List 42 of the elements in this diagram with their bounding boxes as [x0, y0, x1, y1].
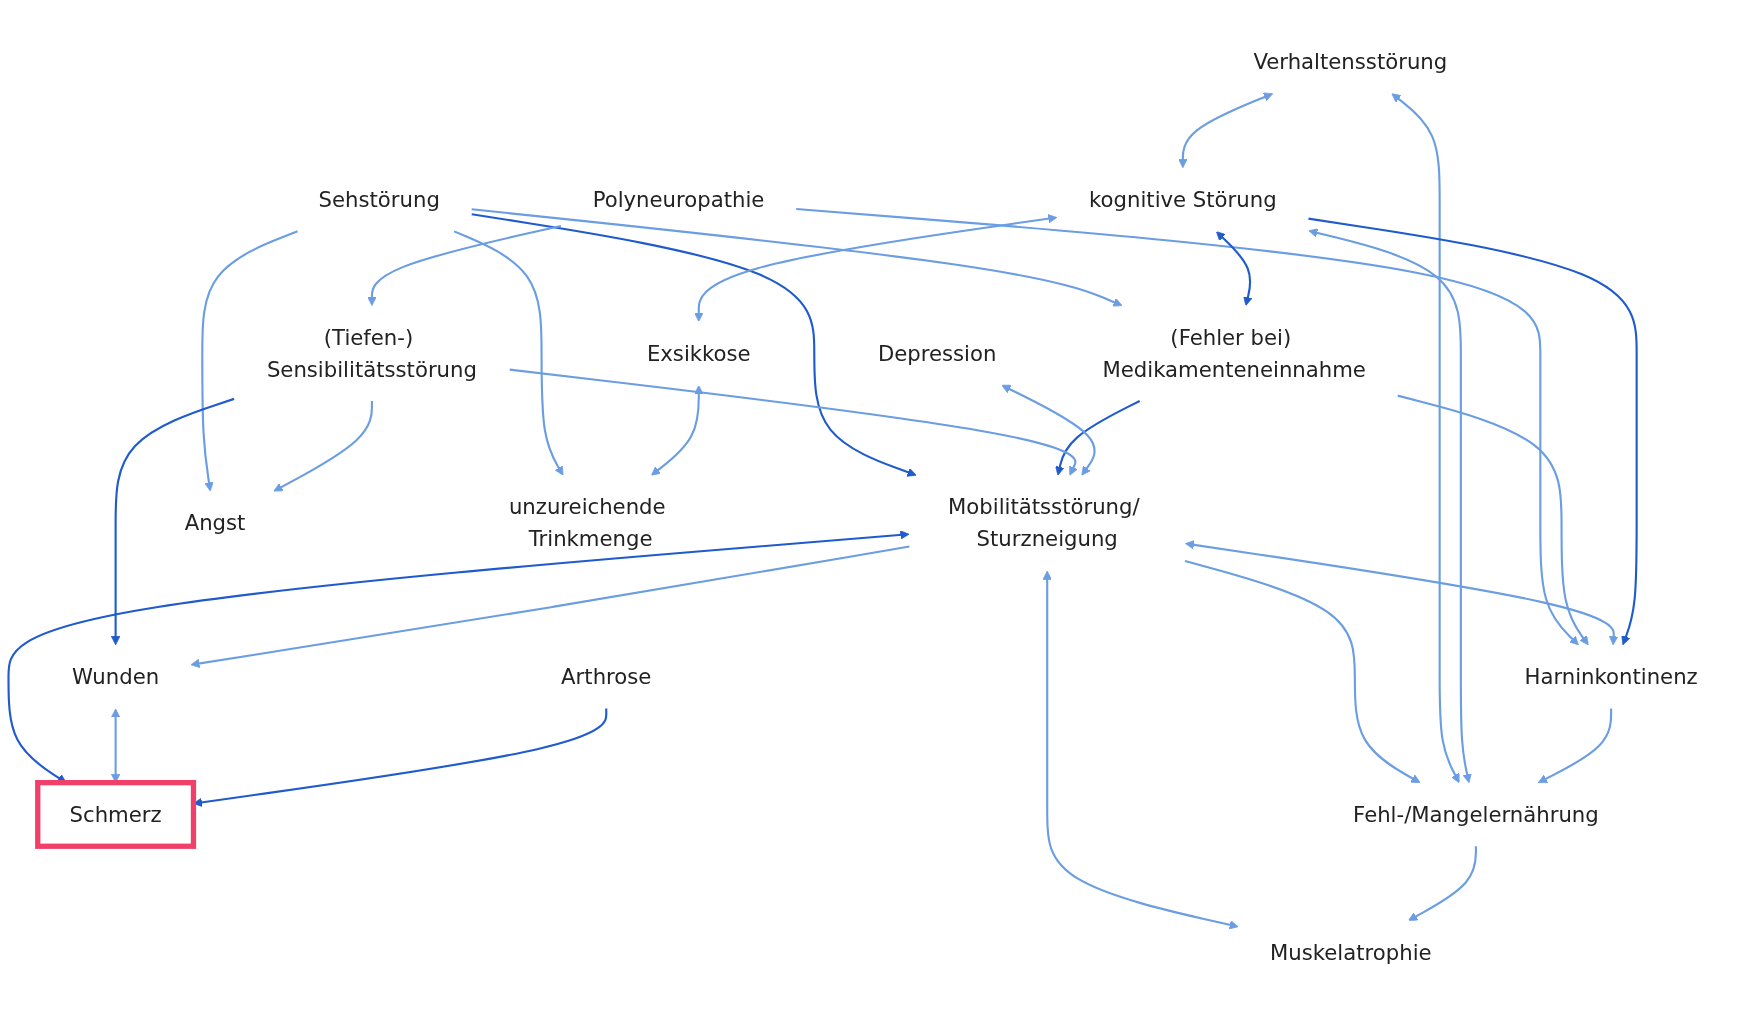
arrow — [1178, 92, 1274, 169]
node-text: Arthrose — [561, 663, 652, 690]
node-text: Angst — [184, 510, 246, 536]
arrow — [1055, 400, 1141, 476]
arrow — [694, 214, 1058, 322]
arrow — [1408, 846, 1477, 921]
arrow — [1308, 228, 1472, 784]
node-text: Verhaltensstörung — [1253, 49, 1448, 75]
arrow — [796, 207, 1579, 646]
arrow — [1001, 384, 1096, 476]
arrow — [1185, 540, 1619, 646]
arrow — [1216, 231, 1253, 306]
node-text: Mobilitätsstörung/ Sturzneigung — [948, 494, 1140, 552]
arrow — [471, 213, 917, 477]
node-text: Wunden — [72, 663, 160, 690]
arrow — [471, 208, 1123, 307]
arrow — [1042, 570, 1239, 930]
node-text: Fehl-/Mangelernährung — [1353, 801, 1599, 828]
node-box: Schmerz — [35, 780, 197, 849]
arrow — [1391, 93, 1460, 784]
node-text: Polyneuropathie — [592, 186, 765, 213]
node-text: (Fehler bei) Medikamenteneinnahme — [1102, 324, 1366, 382]
node-text: Sehstörung — [318, 186, 440, 213]
node-text: Harninkontinenz — [1524, 663, 1698, 690]
node-text: (Tiefen-) Sensibilitätsstörung — [266, 324, 477, 382]
node-text: Muskelatrophie — [1269, 939, 1432, 965]
arrow — [1184, 559, 1421, 784]
arrow — [509, 368, 1078, 476]
arrow — [651, 385, 704, 476]
arrow — [1308, 217, 1638, 646]
arrow — [367, 224, 562, 306]
node-text: Exsikkose — [646, 340, 751, 366]
arrow — [190, 545, 910, 669]
arrow — [273, 401, 373, 492]
node-text: Depression — [877, 340, 997, 366]
arrow — [1537, 708, 1613, 784]
node-text: kognitive Störung — [1089, 186, 1277, 213]
node-text: unzureichende Trinkmenge — [508, 494, 666, 552]
arrow — [110, 397, 235, 646]
arrow — [1397, 394, 1589, 646]
arrow — [201, 230, 298, 492]
arrow — [453, 230, 564, 476]
